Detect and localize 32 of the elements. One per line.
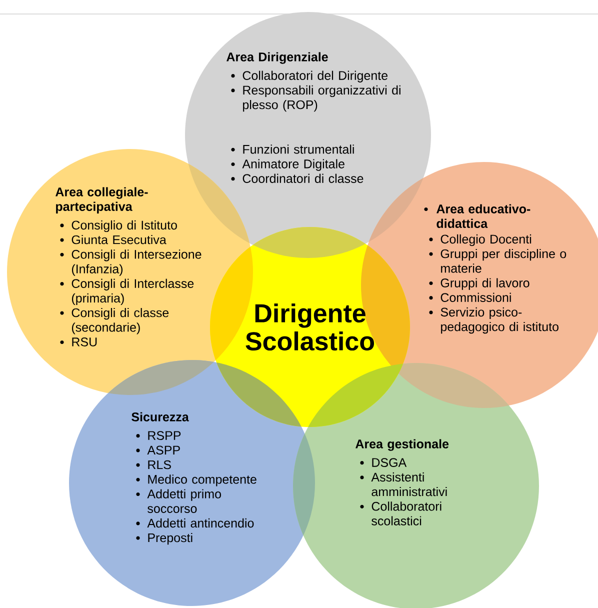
area-heading: Area gestionale <box>356 439 449 451</box>
list-item: RSU <box>60 338 97 346</box>
list-item: Consigli di Interclasse (primaria) <box>60 278 194 306</box>
list-item: Consiglio di Istituto <box>60 220 177 232</box>
list-item: Consigli di classe (secondarie) <box>60 308 169 334</box>
list-item: Collaboratori scolastici <box>360 502 442 526</box>
area-heading: Area educativo-didattica <box>424 204 530 228</box>
area-heading: Area Dirigenziale <box>226 52 328 64</box>
list-item: Preposti <box>136 533 192 545</box>
list-item: Collaboratori del Dirigente <box>231 70 388 82</box>
list-item: DSGA <box>360 458 407 467</box>
list-item: Giunta Esecutiva <box>60 235 166 244</box>
list-item: Gruppi per discipline o materie <box>429 249 566 273</box>
list-item: Collegio Docenti <box>429 234 532 246</box>
list-item: Addetti primo soccorso <box>136 489 221 513</box>
list-item: Servizio psico-pedagogico di istituto <box>429 307 558 334</box>
list-item: Gruppi di lavoro <box>429 278 530 290</box>
list-item: RSPP <box>136 431 181 440</box>
list-item: Responsabili organizzativi di plesso (ROP) <box>231 85 400 112</box>
list-item: ASPP <box>136 446 180 455</box>
list-item: Animatore Digitale <box>231 159 344 171</box>
list-item: Medico competente <box>136 474 256 486</box>
list-item: Assistenti amministrativi <box>360 472 447 496</box>
center-title: Dirigente Scolastico <box>246 303 374 351</box>
list-item: Consigli di Intersezione (Infanzia) <box>60 250 202 276</box>
list-item: Addetti antincendio <box>136 518 254 528</box>
area-heading: Sicurezza <box>132 412 189 422</box>
area-heading: Area collegiale-partecipativa <box>56 187 148 214</box>
list-item: Coordinatori di classe <box>231 174 364 183</box>
list-item: Commissioni <box>429 292 511 302</box>
list-item: RLS <box>136 460 171 470</box>
list-item: Funzioni strumentali <box>231 144 354 154</box>
